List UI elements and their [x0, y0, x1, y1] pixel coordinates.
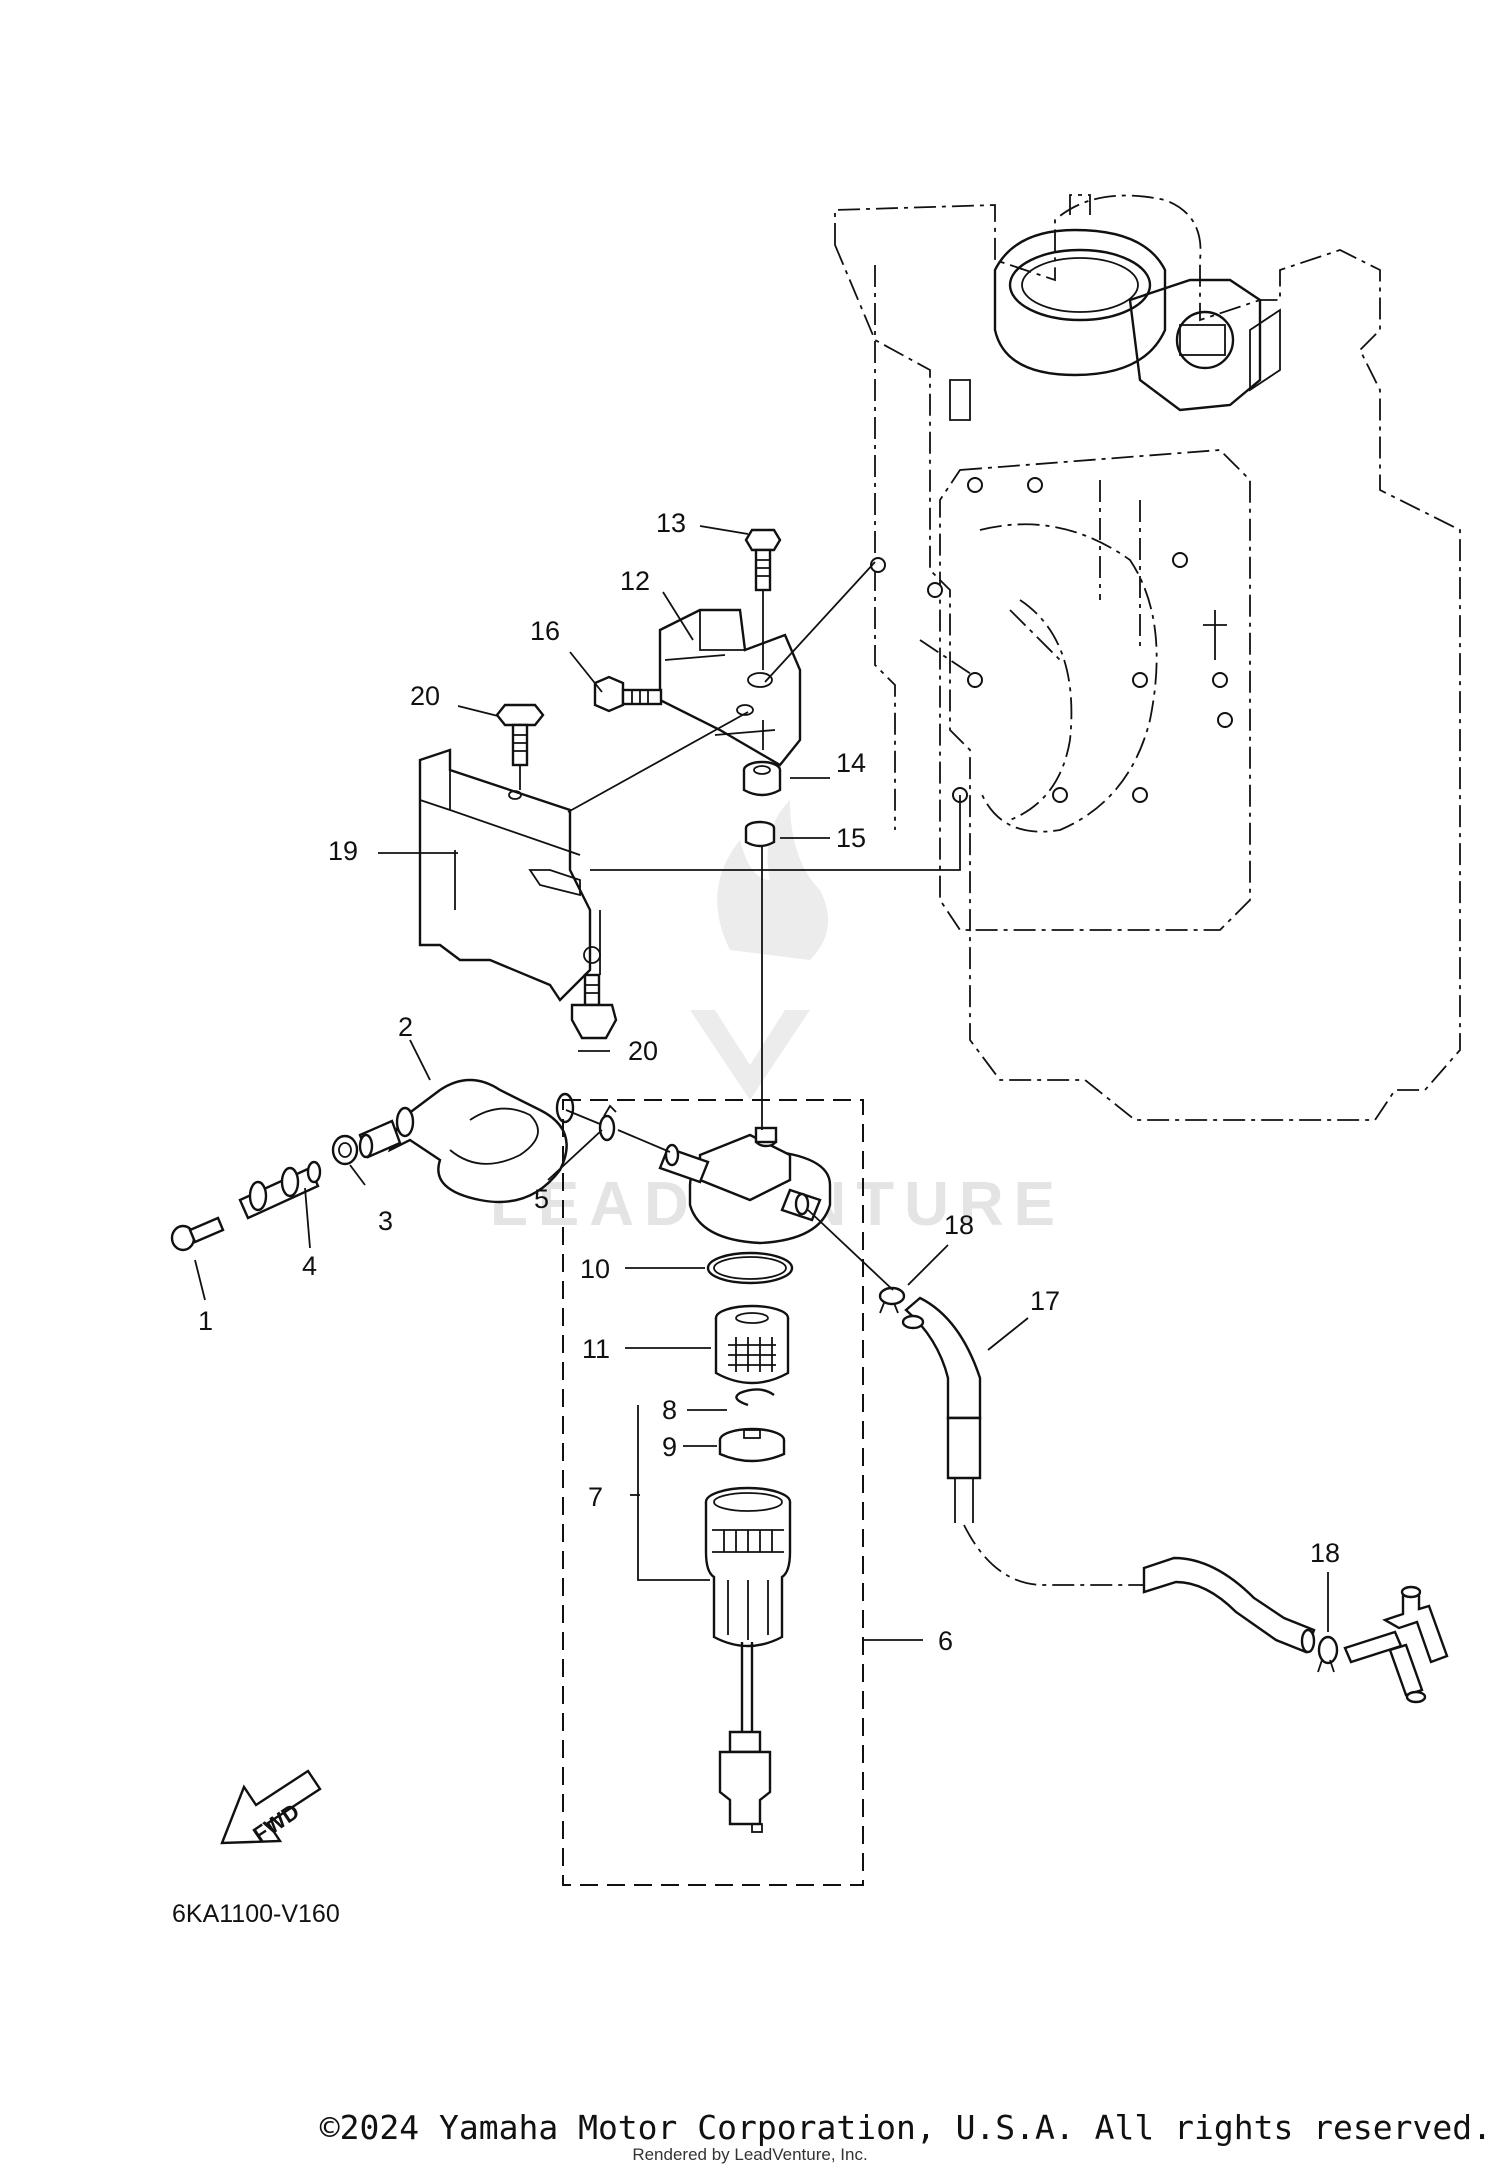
callout-11: 11: [582, 1334, 610, 1364]
part-11-filter-element: [714, 1304, 790, 1385]
callout-9: 9: [662, 1432, 677, 1462]
part-18-clamp-upper: [878, 1286, 906, 1314]
callout-labels: 13 12 16 20 19 14 15 20 2 3 4 1 5 10 11 …: [198, 508, 1340, 1656]
part-7-filter-cup: [704, 1486, 792, 1833]
part-8-circlip: [735, 1388, 775, 1407]
part-5-clamp: [598, 1104, 617, 1142]
part-18-clamp-lower: [1317, 1635, 1339, 1673]
tee-joint: [1343, 1585, 1449, 1704]
part-19-cover: [418, 748, 601, 1002]
assembly-lines: [519, 561, 961, 1291]
callout-12: 12: [620, 566, 650, 596]
callout-13: 13: [656, 508, 686, 538]
callout-14: 14: [836, 748, 866, 778]
filter-assembly-box: [562, 1099, 864, 1886]
part-3-clip: [331, 1134, 359, 1166]
part-12-bracket: [658, 608, 802, 767]
callout-16: 16: [530, 616, 560, 646]
part-14-grommet: [742, 760, 782, 797]
engine-block-outline: [834, 194, 1461, 1121]
leader-lines: [194, 525, 1329, 1641]
callout-20-bottom: 20: [628, 1036, 658, 1066]
callout-8: 8: [662, 1395, 677, 1425]
callout-18-lower: 18: [1310, 1538, 1340, 1568]
callout-20-top: 20: [410, 681, 440, 711]
part-20-bolt-top: [495, 703, 545, 767]
part-1-plug: [170, 1216, 225, 1252]
callout-3: 3: [378, 1206, 393, 1236]
callout-10: 10: [580, 1254, 610, 1284]
callout-5: 5: [534, 1184, 549, 1214]
fwd-arrow-icon: FWD: [220, 1769, 322, 1847]
callout-19: 19: [328, 836, 358, 866]
part-17-hose: [901, 1296, 1316, 1654]
part-9-float: [718, 1427, 786, 1463]
callout-15: 15: [836, 823, 866, 853]
callout-6: 6: [938, 1626, 953, 1656]
callout-18-upper: 18: [944, 1210, 974, 1240]
callout-4: 4: [302, 1251, 317, 1281]
callout-2: 2: [398, 1012, 413, 1042]
part-20-bolt-bottom: [570, 973, 618, 1040]
part-16-bolt: [593, 675, 663, 713]
callout-17: 17: [1030, 1286, 1060, 1316]
part-15-collar: [744, 820, 776, 848]
callout-1: 1: [198, 1306, 213, 1336]
callout-7: 7: [588, 1482, 603, 1512]
part-6-filter-assembly: [658, 1126, 832, 1245]
drawing-code: 6KA1100-V160: [172, 1900, 340, 1928]
copyright-notice: ©2024 Yamaha Motor Corporation, U.S.A. A…: [319, 2108, 1492, 2147]
part-13-bolt: [744, 528, 782, 592]
part-10-o-ring: [706, 1251, 794, 1285]
rendered-by-notice: Rendered by LeadVenture, Inc.: [632, 2145, 868, 2164]
part-4-joint: [238, 1160, 322, 1220]
